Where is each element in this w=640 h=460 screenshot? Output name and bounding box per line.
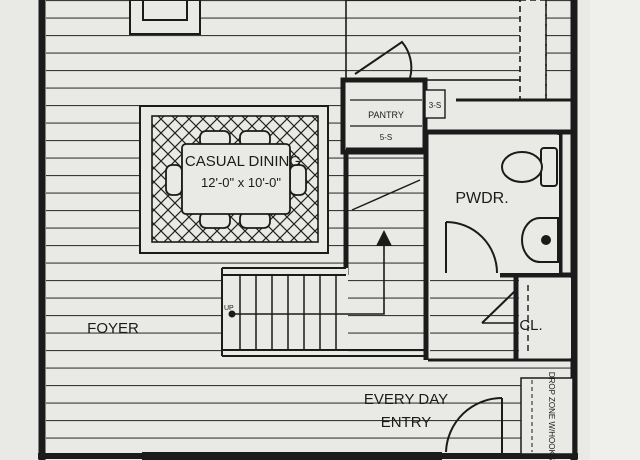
toilet-icon [501, 147, 558, 187]
entry-door-icon [445, 397, 503, 456]
door-swing-icon [445, 221, 498, 274]
drop-zone-label: DROP ZONE W/HOOKS [547, 372, 556, 460]
dining-table-icon [165, 130, 307, 229]
top-counter [129, 0, 547, 101]
pantry-label: PANTRY [368, 110, 404, 120]
coat-closet: CL. [481, 278, 571, 358]
powder-room: PWDR. [429, 135, 559, 274]
dining-area: CASUAL DINING 12'-0" x 10'-0" [139, 105, 329, 254]
drop-zone: DROP ZONE W/HOOKS [520, 372, 574, 460]
staircase: UP [221, 179, 426, 357]
pantry: PANTRY 3-S 5-S [340, 40, 446, 155]
foyer-label: FOYER [87, 320, 139, 337]
pantry-shelf-bottom: 5-S [380, 133, 392, 142]
powder-room-label: PWDR. [455, 190, 508, 207]
exterior-walls [38, 0, 640, 460]
stair-up-label: UP [224, 305, 234, 312]
entry-label-line2: ENTRY [381, 414, 432, 431]
closet-label: CL. [519, 317, 542, 334]
pantry-shelf-top: 3-S [429, 101, 441, 110]
front-threshold [142, 452, 442, 460]
interior-walls [343, 0, 574, 362]
sink-icon [521, 217, 559, 263]
entry-label-line1: EVERY DAY [364, 391, 448, 408]
dining-room-label: CASUAL DINING [185, 153, 301, 170]
dining-room-size: 12'-0" x 10'-0" [201, 175, 281, 190]
